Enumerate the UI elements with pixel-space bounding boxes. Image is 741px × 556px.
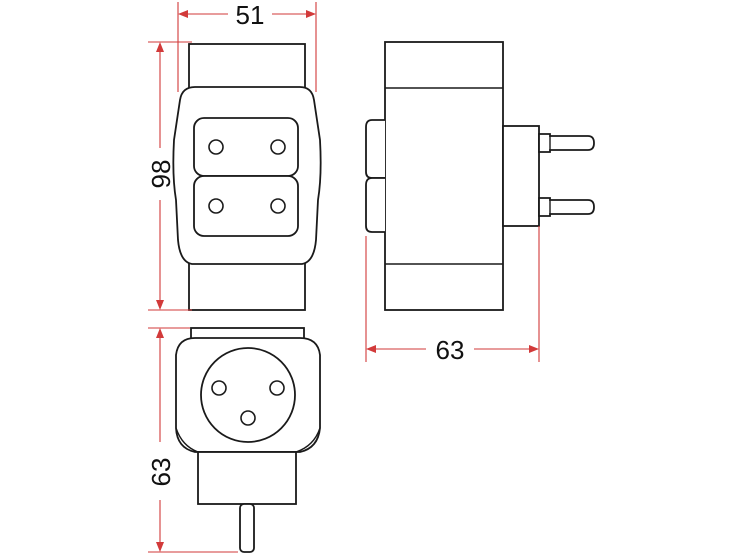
dimension-width-label: 51 (236, 0, 265, 30)
bottom-socket-face (200, 347, 296, 443)
bottom-pin (239, 503, 255, 553)
side-socket-upper (365, 119, 385, 179)
bottom-view (175, 327, 321, 553)
dimension-bottom-depth-label: 63 (146, 458, 176, 487)
side-pin-lower (538, 197, 595, 217)
side-pin-upper (538, 133, 595, 153)
bottom-socket-hole-1 (211, 380, 227, 396)
bottom-socket-hole-2 (269, 380, 285, 396)
side-body (384, 41, 504, 311)
front-pin-hole-2 (270, 139, 286, 155)
dimension-width: 51 (177, 0, 317, 92)
side-view (365, 41, 595, 311)
front-bottom-cap (188, 261, 306, 311)
front-view (172, 43, 322, 311)
front-pin-hole-3 (208, 198, 224, 214)
dimension-height-label: 98 (146, 160, 176, 189)
dimension-side-depth: 63 (365, 226, 540, 365)
bottom-stem-block (197, 451, 297, 505)
front-top-cap (188, 43, 306, 91)
side-socket-lower (365, 177, 385, 233)
bottom-socket-hole-3 (240, 410, 256, 426)
front-pin-hole-4 (270, 198, 286, 214)
side-plug-base (502, 125, 540, 227)
dimension-side-depth-label: 63 (436, 335, 465, 365)
dimension-bottom-depth: 63 (146, 327, 238, 553)
front-socket-lower (193, 175, 299, 237)
front-pin-hole-1 (208, 139, 224, 155)
dimension-height: 98 (146, 41, 192, 311)
